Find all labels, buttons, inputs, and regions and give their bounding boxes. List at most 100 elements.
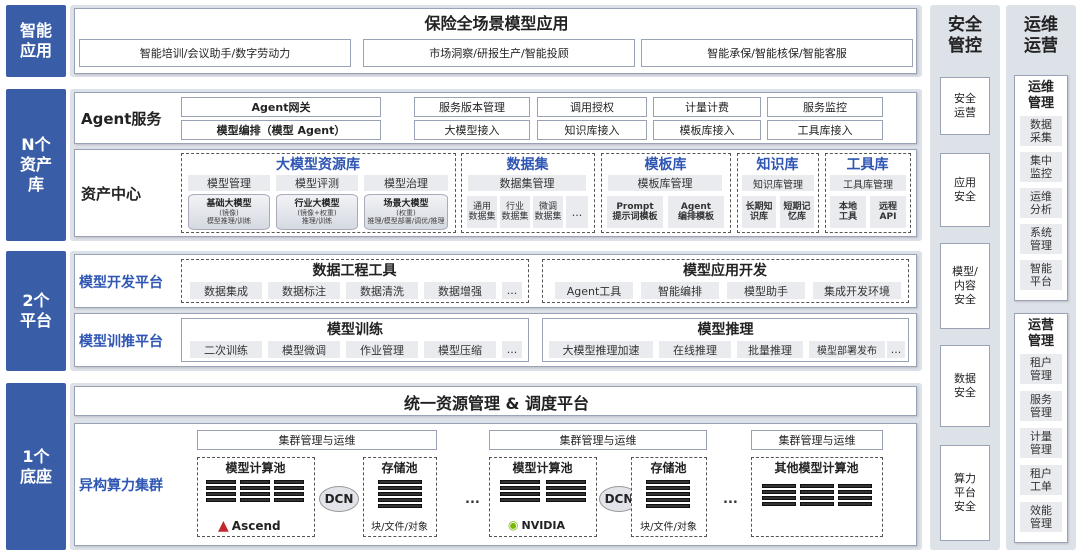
resource-mgmt-title: 统一资源管理 & 调度平台: [403, 394, 590, 413]
dataset-item: 通用 数据集: [467, 196, 497, 228]
server-rack-icon: [274, 480, 304, 502]
platforms-band: 模型开发平台 数据工程工具 数据集成 数据标注 数据清洗 数据增强 ... 模型…: [70, 251, 922, 371]
training-item: 作业管理: [346, 341, 418, 358]
scene-model-cylinder: 场景大模型 (权重) 推理/模型部署/调优/推理: [364, 194, 448, 230]
industry-model-cylinder: 行业大模型 (镜像+权重) 推理/训练: [276, 194, 358, 230]
train-platform-panel: 模型训推平台 模型训练 二次训练 模型微调 作业管理 模型压缩 ... 模型推理…: [74, 313, 917, 367]
training-item: 模型微调: [268, 341, 340, 358]
storage-pool-sub: 块/文件/对象: [371, 521, 428, 533]
dev-platform-panel: 模型开发平台 数据工程工具 数据集成 数据标注 数据清洗 数据增强 ... 模型…: [74, 254, 917, 308]
inference-item: 大模型推理加速: [549, 341, 653, 358]
ellipsis: ...: [723, 492, 738, 507]
security-item: 模型/ 内容 安全: [940, 243, 990, 329]
model-training: 模型训练 二次训练 模型微调 作业管理 模型压缩 ...: [181, 318, 529, 362]
server-rack-icon: [838, 484, 872, 506]
cylinder-sub: (镜像): [219, 209, 239, 217]
training-item: ...: [502, 341, 522, 358]
data-eng-item: ...: [502, 282, 522, 299]
storage-pool-sub: 块/文件/对象: [640, 521, 697, 533]
agent-service-top-item: 服务监控: [767, 97, 883, 117]
model-app-dev: 模型应用开发 Agent工具 智能编排 模型助手 集成开发环境: [542, 259, 909, 303]
server-rack-icon: [500, 480, 540, 502]
ops-mgmt-item: 集中 监控: [1020, 152, 1062, 182]
inference-item: 批量推理: [737, 341, 803, 358]
ascend-mark-icon: ▲: [218, 518, 229, 534]
agent-service-bottom-item: 知识库接入: [537, 120, 647, 140]
model-lib-item: 模型管理: [188, 175, 270, 191]
agent-service-top-item: 计量计费: [653, 97, 761, 117]
smart-app-title: 保险全场景模型应用: [424, 14, 569, 33]
nvidia-logo: ◉NVIDIA: [508, 518, 566, 532]
cluster-ops: 集群管理与运维: [489, 430, 707, 450]
run-mgmt-item: 效能 管理: [1020, 502, 1062, 532]
compute-pool-title: 模型计算池: [225, 460, 286, 475]
server-rack-icon: [240, 480, 270, 502]
dev-platform-label: 模型开发平台: [79, 275, 163, 291]
knowledge-lib: 知识库 知识库管理 长期知 识库 短期记 忆库: [737, 153, 819, 233]
agent-orchestration: 模型编排（模型 Agent）: [181, 120, 381, 140]
cylinder-name: 基础大模型: [206, 199, 252, 209]
train-platform-label: 模型训推平台: [79, 334, 163, 350]
model-lib-item: 模型治理: [364, 175, 448, 191]
data-eng-item: 数据清洗: [346, 282, 418, 299]
inference-item: 模型部署发布: [809, 341, 885, 358]
data-eng-title: 数据工程工具: [312, 263, 397, 279]
data-eng-item: 数据标注: [268, 282, 340, 299]
ops-title: 运维 运营: [1024, 15, 1058, 56]
ops-mgmt-title: 运维 管理: [1027, 80, 1054, 111]
cylinder-name: 行业大模型: [294, 199, 340, 209]
agent-service-bottom-item: 大模型接入: [414, 120, 530, 140]
training-item: 二次训练: [190, 341, 262, 358]
smart-app-item: 智能承保/智能核保/智能客服: [641, 39, 913, 67]
template-lib: 模板库 模板库管理 Prompt 提示词模板 Agent 编排模板: [601, 153, 731, 233]
agent-service-bottom-item: 工具库接入: [767, 120, 883, 140]
base-band: 统一资源管理 & 调度平台 异构算力集群 集群管理与运维 集群管理与运维 集群管…: [70, 383, 922, 550]
tool-lib: 工具库 工具库管理 本地 工具 远程 API: [825, 153, 911, 233]
template-item: Prompt 提示词模板: [607, 196, 663, 228]
inference-title: 模型推理: [697, 322, 754, 338]
agent-service-bottom-item: 模板库接入: [653, 120, 761, 140]
side-label-smart-app: 智能 应用: [6, 5, 66, 77]
agent-service-label: Agent服务: [81, 109, 162, 128]
server-rack-icon: [762, 484, 796, 506]
ops-mgmt-group: 运维 管理 数据 采集 集中 监控 运维 分析 系统 管理 智能 平台: [1014, 75, 1068, 301]
cylinder-foot: 推理/训练: [301, 217, 333, 225]
training-item: 模型压缩: [424, 341, 496, 358]
dataset-manage: 数据集管理: [468, 175, 586, 191]
storage-pool: 存储池 块/文件/对象: [631, 457, 707, 537]
cylinder-foot: 模型推理/训练: [206, 217, 252, 225]
cluster-label: 异构算力集群: [79, 478, 163, 494]
inference-item: ...: [887, 341, 905, 358]
server-rack-icon: [800, 484, 834, 506]
compute-pool-ascend: 模型计算池 ▲Ascend: [197, 457, 315, 537]
smart-app-band: 保险全场景模型应用 智能培训/会议助手/数字劳动力 市场洞察/研报生产/智能投顾…: [70, 5, 922, 77]
ops-column: 运维 运营 运维 管理 数据 采集 集中 监控 运维 分析 系统 管理 智能 平…: [1006, 5, 1076, 550]
inference-item: 在线推理: [659, 341, 731, 358]
dataset-item: ...: [566, 196, 588, 228]
side-label-asset-lib: N个 资产 库: [6, 89, 66, 241]
template-title: 模板库: [644, 157, 687, 173]
tool-title: 工具库: [846, 157, 889, 173]
asset-center-panel: 资产中心 大模型资源库 模型管理 模型评测 模型治理 基础大模型 (镜像) 模型…: [74, 149, 917, 237]
cylinder-sub: (权重): [396, 209, 416, 217]
app-dev-title: 模型应用开发: [683, 263, 767, 279]
template-manage: 模板库管理: [608, 175, 722, 191]
run-mgmt-item: 计量 管理: [1020, 428, 1062, 458]
model-inference: 模型推理 大模型推理加速 在线推理 批量推理 模型部署发布 ...: [542, 318, 909, 362]
tool-item: 远程 API: [870, 196, 906, 228]
agent-service-top-item: 服务版本管理: [414, 97, 530, 117]
agent-gateway: Agent网关: [181, 97, 381, 117]
security-column: 安全 管控 安全 运营 应用 安全 模型/ 内容 安全 数据 安全 算力 平台 …: [930, 5, 1000, 550]
resource-mgmt-panel: 统一资源管理 & 调度平台: [74, 386, 917, 416]
smart-app-panel: 保险全场景模型应用 智能培训/会议助手/数字劳动力 市场洞察/研报生产/智能投顾…: [74, 8, 917, 74]
agent-service-top-item: 调用授权: [537, 97, 647, 117]
run-mgmt-item: 租户 工单: [1020, 465, 1062, 495]
storage-rack-icon: [378, 480, 422, 508]
cylinder-sub: (镜像+权重): [297, 209, 337, 217]
side-label-platforms: 2个 平台: [6, 251, 66, 371]
tool-manage: 工具库管理: [830, 175, 906, 191]
dataset-lib: 数据集 数据集管理 通用 数据集 行业 数据集 微调 数据集 ...: [461, 153, 595, 233]
storage-pool: 存储池 块/文件/对象: [363, 457, 437, 537]
model-resource-lib: 大模型资源库 模型管理 模型评测 模型治理 基础大模型 (镜像) 模型推理/训练…: [181, 153, 456, 233]
knowledge-title: 知识库: [756, 157, 799, 173]
